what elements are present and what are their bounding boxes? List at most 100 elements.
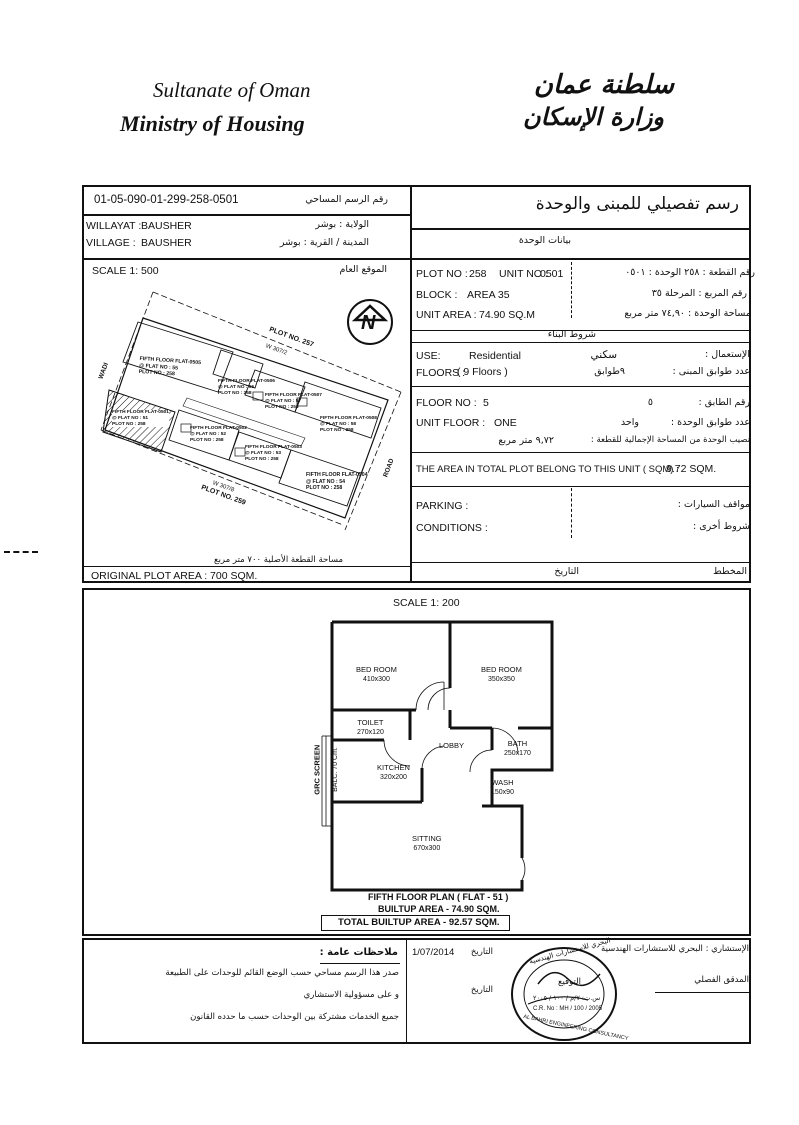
unit-area-ar: مساحة الوحدة : ٧٤,٩٠ متر مربع bbox=[624, 308, 751, 319]
site-flat-no: @ FLAT NO : 53 bbox=[245, 450, 282, 456]
parking-label: PARKING : bbox=[416, 500, 469, 512]
unit-floor-value: ONE bbox=[494, 417, 517, 429]
room-dim: 410x300 bbox=[362, 675, 390, 683]
drawing-number-ar: رقم الرسم المساحي bbox=[305, 194, 388, 205]
stamp-text-mid: س.ت: ٧/م / ١٠٠ / ٢٠٠٥ bbox=[533, 994, 601, 1002]
header-title-en-1: Sultanate of Oman bbox=[153, 78, 311, 102]
room-label: TOILET 270x120 bbox=[357, 718, 384, 737]
plan-scale: SCALE 1: 200 bbox=[393, 597, 460, 609]
willayat-value: BAUSHER bbox=[141, 220, 192, 232]
site-flat-label-selected: FIFTH FLOOR FLAT-0501 @ FLAT NO : 51 PLO… bbox=[112, 410, 169, 428]
location-ar: الموقع العام bbox=[339, 264, 387, 275]
general-notes-ar: ملاحظات عامة : bbox=[319, 947, 398, 958]
footer-frame bbox=[82, 938, 751, 1044]
total-plot-value: 9.72 SQM. bbox=[666, 463, 717, 475]
original-plot-area: ORIGINAL PLOT AREA : 700 SQM. bbox=[91, 570, 258, 582]
site-flat-no: @ FLAT NO : 54 bbox=[306, 478, 345, 485]
floors-value: ( 9 Floors ) bbox=[457, 366, 508, 378]
unit-floor-label: UNIT FLOOR : bbox=[416, 417, 486, 429]
site-flat-plot: PLOT NO : 258 bbox=[112, 421, 146, 427]
site-flat-no: @ FLAT NO : 58 bbox=[320, 421, 357, 427]
willayat-ar: الولاية : بوشر bbox=[315, 219, 369, 230]
total-builtup-box bbox=[321, 915, 510, 931]
floor-no-value-ar: ٥ bbox=[647, 397, 653, 408]
grc-screen-label: GRC SCREEN bbox=[312, 744, 322, 795]
unit-area-value: 74.90 SQ.M bbox=[479, 309, 536, 321]
willayat-label: WILLAYAT : bbox=[86, 220, 142, 232]
footer-date-label-ar: التاريخ bbox=[470, 947, 493, 957]
site-flat-label: FIFTH FLOOR FLAT-0504 @ FLAT NO : 54 PLO… bbox=[306, 472, 368, 492]
site-flat-title: FIFTH FLOOR FLAT-0508 bbox=[320, 416, 377, 421]
room-label: SITTING 670x300 bbox=[412, 834, 442, 853]
right-title-ar: رسم تفصيلي للمبنى والوحدة bbox=[535, 194, 739, 214]
drawing-number: 01-05-090-01-299-258-0501 bbox=[94, 194, 239, 206]
use-label-ar: الإستعمال : bbox=[705, 349, 750, 360]
site-flat-label: FIFTH FLOOR FLAT-0502 @ FLAT NO : 52 PLO… bbox=[190, 426, 247, 443]
parking-ar: مواقف السيارات : bbox=[677, 499, 750, 510]
village-ar: المدينة / القرية : بوشر bbox=[279, 237, 369, 248]
unit-data-ar: بيانات الوحدة bbox=[518, 235, 571, 246]
conditions-ar: شروط أخرى : bbox=[692, 521, 750, 532]
conditions-label: CONDITIONS : bbox=[416, 522, 488, 534]
site-flat-label: FIFTH FLOOR FLAT-0506 @ FLAT NO : 56 PLO… bbox=[218, 379, 275, 396]
site-flat-no: @ FLAT NO : 56 bbox=[218, 384, 255, 390]
top-divider bbox=[410, 186, 412, 582]
site-flat-title: FIFTH FLOOR FLAT-0501 bbox=[112, 410, 169, 415]
room-label: LOBBY bbox=[439, 741, 464, 750]
room-label: KITCHEN 320x200 bbox=[377, 763, 410, 782]
unit-floor-value-ar: واحد bbox=[620, 417, 639, 428]
site-flat-plot: PLOT NO : 258 bbox=[265, 404, 299, 410]
room-name: BED ROOM bbox=[481, 665, 522, 674]
floors-ar: عدد طوابق المبنى : bbox=[672, 366, 751, 377]
site-flat-plot: PLOT NO : 258 bbox=[218, 390, 252, 396]
room-name: BED ROOM bbox=[356, 665, 397, 674]
unit-share-value-ar: ٩,٧٢ متر مربع bbox=[498, 435, 554, 446]
unit-area-label: UNIT AREA : bbox=[416, 309, 477, 321]
block-ar: رقم المربع : المرحلة ٣٥ bbox=[651, 288, 747, 299]
unit-no-value: 0501 bbox=[540, 268, 564, 280]
total-builtup-area: TOTAL BUILTUP AREA - 92.57 SQM. bbox=[338, 917, 500, 928]
note-1-ar: صدر هذا الرسم مساحي حسب الوضع القائم للو… bbox=[165, 968, 399, 978]
village-value: BAUSHER bbox=[141, 237, 192, 249]
room-dim: 320x200 bbox=[380, 773, 407, 781]
builtup-area: BUILTUP AREA - 74.90 SQM. bbox=[378, 904, 500, 914]
header-title-ar-1: سلطنة عمان bbox=[533, 70, 674, 100]
site-flat-plot: PLOT NO : 258 bbox=[190, 437, 224, 443]
room-name: TOILET bbox=[357, 718, 384, 727]
site-scale: SCALE 1: 500 bbox=[92, 265, 159, 277]
floors-label: FLOORS : bbox=[416, 367, 466, 379]
plot-no-value: 258 bbox=[469, 268, 487, 280]
room-dim: 270x120 bbox=[357, 728, 384, 736]
site-flat-title: FIFTH FLOOR FLAT-0506 bbox=[218, 379, 275, 384]
unit-floor-ar: عدد طوابق الوحدة : bbox=[670, 417, 750, 428]
balcony-label: BALC. 70 Cm. bbox=[331, 747, 339, 792]
room-dim: 250x170 bbox=[504, 749, 531, 757]
total-plot-label: THE AREA IN TOTAL PLOT BELONG TO THIS UN… bbox=[416, 464, 679, 475]
block-label: BLOCK : bbox=[416, 289, 458, 301]
room-name: SITTING bbox=[412, 834, 442, 843]
village-label: VILLAGE : bbox=[86, 237, 136, 249]
site-flat-label: FIFTH FLOOR FLAT-0507 @ FLAT NO : 57 PLO… bbox=[265, 393, 322, 410]
footer-date2-ar: التاريخ bbox=[470, 985, 493, 995]
header-title-en-2: Ministry of Housing bbox=[120, 111, 305, 136]
signature-ar: التوقيع bbox=[557, 977, 581, 987]
room-label: WASH 150x90 bbox=[491, 778, 514, 797]
planner-ar: المخطط bbox=[713, 566, 747, 577]
floor-no-label: FLOOR NO : bbox=[416, 397, 477, 409]
use-value: Residential bbox=[469, 350, 521, 362]
room-label: BED ROOM 410x300 bbox=[356, 665, 397, 684]
site-flat-label: FIFTH FLOOR FLAT-0505 @ FLAT NO : 55 PLO… bbox=[138, 356, 201, 380]
north-arrow-letter: N bbox=[361, 312, 376, 334]
site-flat-title: FIFTH FLOOR FLAT-0507 bbox=[265, 393, 322, 398]
site-flat-label: FIFTH FLOOR FLAT-0503 @ FLAT NO : 53 PLO… bbox=[245, 445, 302, 462]
use-ar: سكني bbox=[590, 349, 617, 361]
block-value: AREA 35 bbox=[467, 289, 510, 301]
floor-no-ar: رقم الطابق : bbox=[698, 397, 750, 408]
margin-mark bbox=[4, 551, 38, 553]
site-flat-no: @ FLAT NO : 57 bbox=[265, 398, 302, 404]
use-label: USE: bbox=[416, 350, 441, 362]
site-flat-label: FIFTH FLOOR FLAT-0508 @ FLAT NO : 58 PLO… bbox=[320, 416, 377, 433]
consultancy-stamp-seal bbox=[511, 947, 617, 1041]
room-name: WASH bbox=[491, 778, 514, 787]
site-flat-plot: PLOT NO : 258 bbox=[245, 456, 279, 462]
